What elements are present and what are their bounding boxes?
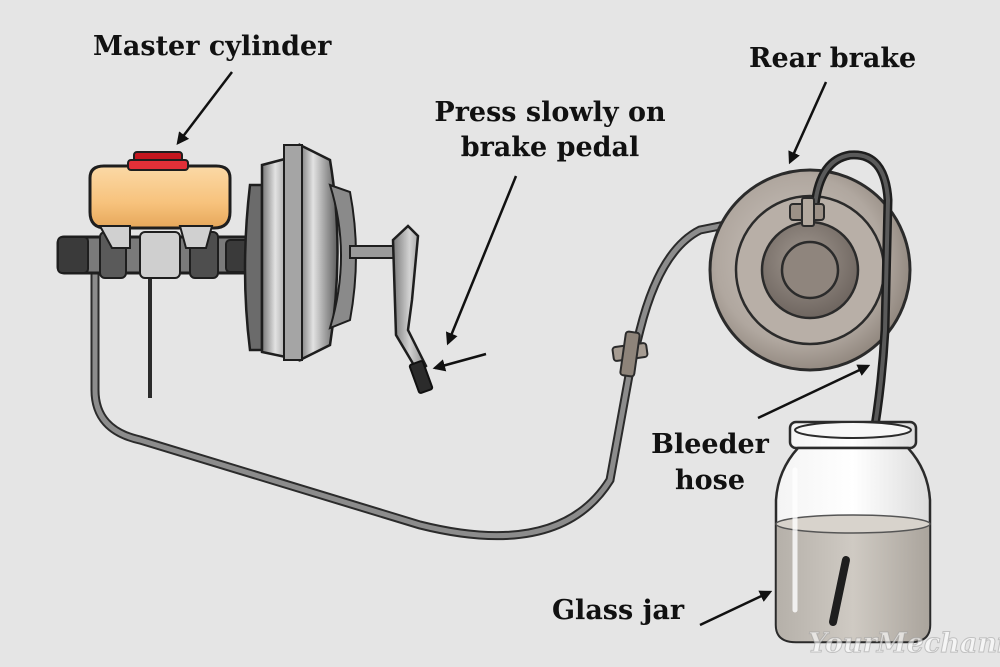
arrow-press-pedal: [445, 175, 518, 346]
label-bleeder-line2: hose: [674, 465, 746, 496]
watermark: YourMechanic: [808, 628, 1000, 660]
label-rear-brake: Rear brake: [749, 43, 917, 74]
glass-jar: [774, 420, 932, 644]
label-press-pedal-line1: Press slowly on: [434, 97, 666, 128]
bleeder-valve: [789, 197, 825, 227]
rear-brake-rotor: [708, 168, 912, 372]
label-press-pedal-line2: brake pedal: [460, 132, 640, 163]
label-bleeder-line1: Bleeder: [651, 429, 769, 460]
arrow-master-cylinder: [176, 71, 233, 145]
brake-fluid: [775, 518, 931, 643]
arrow-glass-jar: [699, 590, 773, 627]
label-glass-jar: Glass jar: [552, 595, 685, 626]
line-fitting: [611, 330, 649, 378]
pointer-arrows: [176, 71, 871, 627]
master-cylinder: [56, 151, 260, 279]
brake-booster: [243, 142, 397, 363]
brake-pedal: [391, 224, 434, 394]
arrow-pedal-short: [432, 352, 487, 372]
arrow-bleeder-hose: [757, 364, 871, 420]
fluid-reservoir: [88, 164, 232, 230]
arrow-rear-brake: [788, 81, 828, 165]
label-master-cylinder: Master cylinder: [93, 31, 332, 62]
reservoir-cap: [127, 151, 189, 171]
